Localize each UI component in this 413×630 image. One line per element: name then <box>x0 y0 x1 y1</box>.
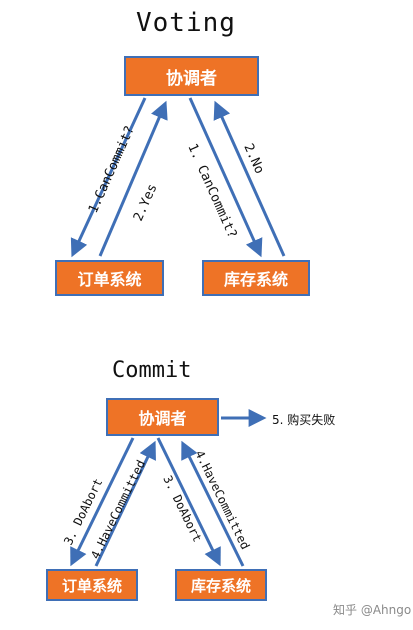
voting-coordinator-box: 协调者 <box>124 56 259 96</box>
commit-coordinator-box: 协调者 <box>106 398 219 436</box>
commit-arrow-havecommitted-from-stock <box>181 440 245 567</box>
watermark: 知乎 @Ahngo <box>333 603 412 617</box>
voting-arrow-no-to-coordinator <box>213 100 286 257</box>
commit-arrow-doabort-to-order <box>70 437 135 567</box>
voting-arrow-cancommit-to-order <box>70 97 147 258</box>
voting-stock-system-box: 库存系统 <box>202 260 310 296</box>
voting-label-cancommit-order: 1.CanCommit? <box>86 124 138 216</box>
commit-fail-note: 5. 购买失败 <box>272 413 336 427</box>
voting-arrow-yes-to-coordinator <box>98 100 168 257</box>
commit-stock-system-box: 库存系统 <box>175 569 267 601</box>
commit-order-system-box: 订单系统 <box>46 569 138 601</box>
voting-label-no: 2.No <box>240 142 266 177</box>
voting-label-yes: 2.Yes <box>131 182 161 224</box>
commit-title: Commit <box>112 358 192 383</box>
voting-order-system-box: 订单系统 <box>55 260 164 296</box>
commit-label-doabort-stock: 3. DoAbort <box>160 473 204 544</box>
voting-title: Voting <box>136 8 236 38</box>
voting-arrow-cancommit-to-stock <box>188 97 263 258</box>
commit-arrow-doabort-to-stock <box>156 437 221 567</box>
commit-arrow-havecommitted-from-order <box>94 440 156 567</box>
